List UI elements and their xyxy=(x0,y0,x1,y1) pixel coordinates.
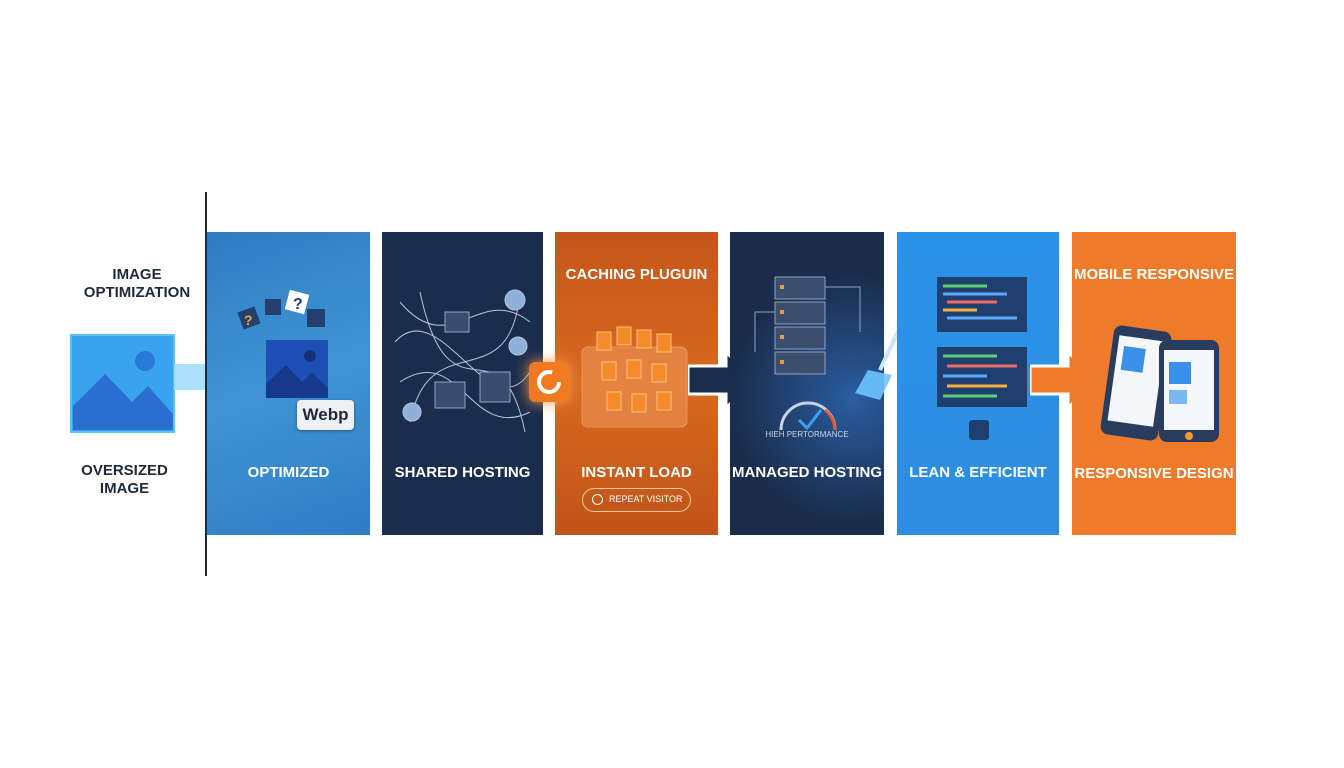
panel-lean: LEAN & EFFICIENT xyxy=(897,232,1059,535)
panel-title: CACHING PLUGUIN xyxy=(565,266,708,283)
panel-title: MOBILE RESPONSIVE xyxy=(1073,266,1235,283)
panel-mobile: MOBILE RESPONSIVE RESPONSIVE DESIGN xyxy=(1072,232,1236,535)
intro-title: IMAGE OPTIMIZATION xyxy=(83,266,191,301)
svg-text:?: ? xyxy=(293,296,303,313)
panel-label: INSTANT LOAD xyxy=(581,464,692,481)
panel-label: OPTIMIZED xyxy=(247,464,330,481)
broom-icon xyxy=(855,326,902,400)
panel-shared-hosting: SHARED HOSTING xyxy=(382,232,543,535)
optimized-image-icon xyxy=(266,340,328,398)
repeat-visitor-pill: REPEAT VISITOR xyxy=(582,488,691,512)
speed-gauge-icon xyxy=(779,401,837,431)
pill-label: REPEAT VISITOR xyxy=(609,494,683,504)
panel-optimized: ? ? Webp OPTIMIZED xyxy=(207,232,370,535)
code-icon xyxy=(937,277,1027,440)
panel-managed-hosting: HIEH PERTORMANCE MANAGED HOSTING xyxy=(730,232,884,535)
panel-label: MANAGED HOSTING xyxy=(732,464,882,481)
image-icon xyxy=(70,334,175,433)
panel-label: RESPONSIVE DESIGN xyxy=(1074,465,1234,482)
mobile-phone-icon xyxy=(1100,325,1219,442)
cache-box-icon xyxy=(581,326,688,428)
gauge-caption: HIEH PERTORMANCE xyxy=(765,430,849,439)
panel-label: LEAN & EFFICIENT xyxy=(909,464,1047,481)
divider xyxy=(205,192,207,576)
webp-badge: Webp xyxy=(297,400,354,430)
clock-icon xyxy=(592,494,603,505)
panel-label: SHARED HOSTING xyxy=(394,464,531,481)
svg-text:?: ? xyxy=(244,312,253,328)
server-icon xyxy=(754,276,861,375)
tangled-network-icon xyxy=(394,289,531,433)
sync-icon xyxy=(529,362,569,402)
intro-label: OVERSIZED IMAGE xyxy=(81,462,168,497)
question-tiles-icon: ? ? xyxy=(237,289,325,330)
